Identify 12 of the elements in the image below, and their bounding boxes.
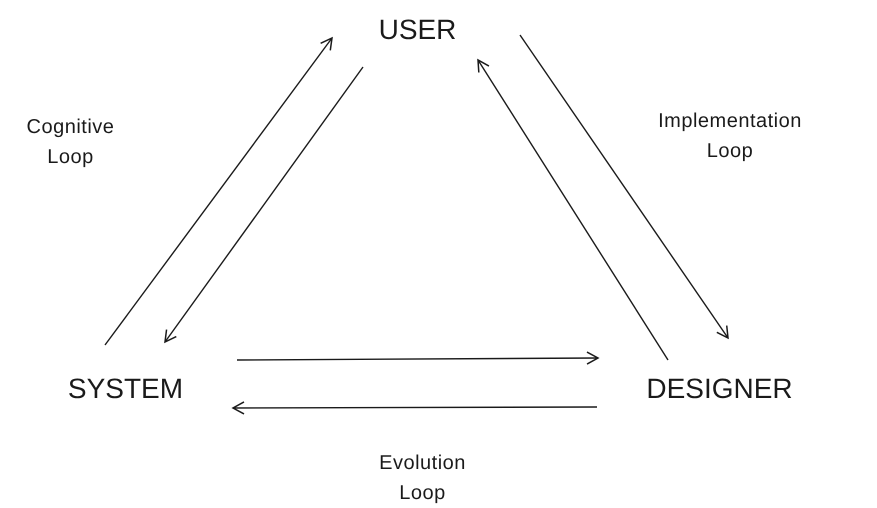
arrow [164, 66, 364, 343]
arrow [477, 59, 669, 360]
loop-label: Evolution Loop [378, 451, 467, 506]
node-label: USER [355, 8, 480, 52]
arrow [519, 34, 729, 339]
arrow [104, 37, 333, 346]
node-label: SYSTEM [28, 366, 223, 412]
loop-label: Cognitive Loop [26, 115, 116, 170]
arrow [237, 351, 599, 365]
node-label: DESIGNER [612, 366, 827, 412]
arrow [232, 401, 597, 415]
loop-label: Implementation Loop [657, 109, 803, 164]
